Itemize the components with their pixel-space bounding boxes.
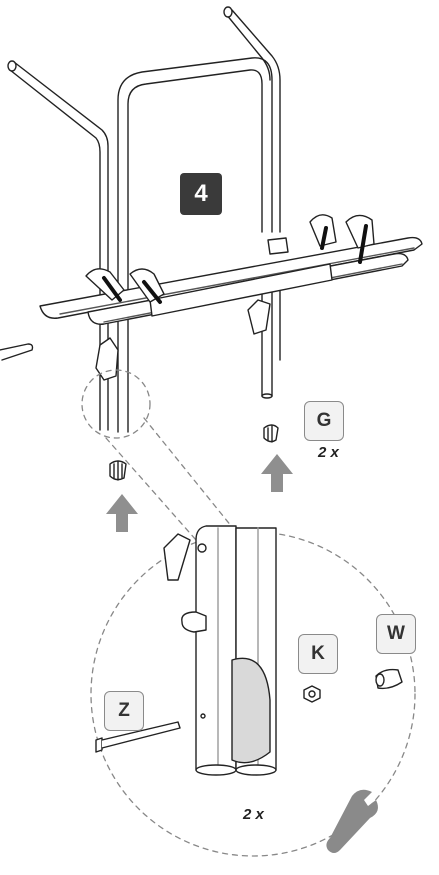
part-label-k: K [298, 634, 338, 674]
end-caps [109, 424, 279, 481]
step-number-badge: 4 [180, 173, 222, 215]
frame-clamps [95, 237, 289, 381]
main-frame [117, 57, 273, 433]
cap-w [375, 668, 403, 690]
part-label-g: G [304, 401, 344, 441]
left-frame-tube [7, 60, 109, 431]
bolt-z [95, 721, 181, 753]
right-frame-tube [223, 6, 281, 361]
nut-k [303, 685, 321, 703]
arrow-up-icon [261, 454, 293, 492]
wrench-icon [326, 789, 378, 853]
part-label-w: W [376, 614, 416, 654]
arrow-up-icon [106, 494, 138, 532]
wheel-rails [0, 236, 423, 361]
part-g-quantity: 2 x [318, 444, 339, 461]
detail-tubes [163, 525, 277, 776]
part-label-z: Z [104, 691, 144, 731]
detail-quantity: 2 x [243, 806, 264, 823]
